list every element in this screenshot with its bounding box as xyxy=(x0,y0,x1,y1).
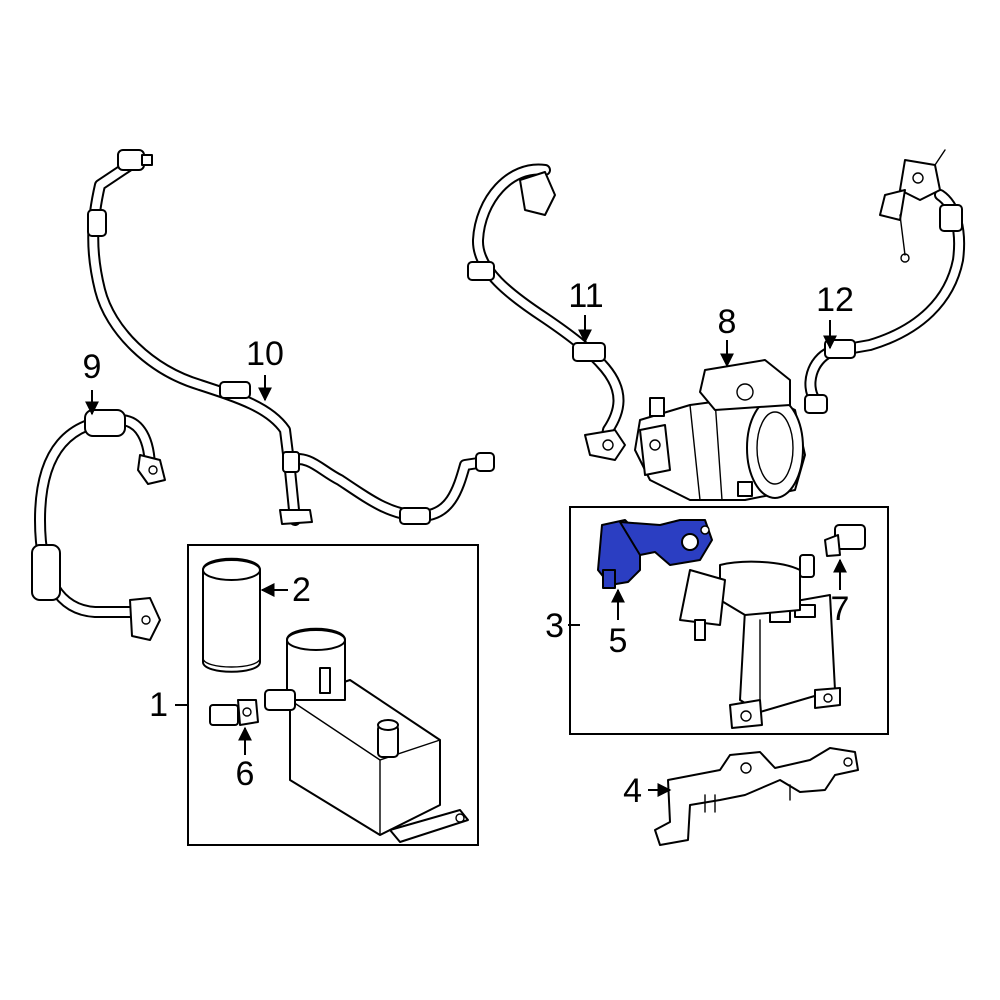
part-6-sensor[interactable] xyxy=(209,699,259,726)
part-12-hose[interactable] xyxy=(804,149,966,414)
assembly-1-box xyxy=(187,544,479,846)
callout-1: 1 xyxy=(149,686,168,724)
callout-3: 3 xyxy=(545,607,564,645)
callout-10: 10 xyxy=(246,335,284,373)
callout-8: 8 xyxy=(718,303,737,341)
callout-4: 4 xyxy=(623,772,642,810)
callout-6: 6 xyxy=(236,755,255,793)
part-8-compressor[interactable] xyxy=(634,359,806,501)
part-10-hose[interactable] xyxy=(87,149,495,526)
part-9-hose[interactable] xyxy=(31,409,166,641)
callout-5: 5 xyxy=(609,622,628,660)
callout-2: 2 xyxy=(292,571,311,609)
callout-11: 11 xyxy=(568,277,603,315)
part-5-sensor-highlighted[interactable] xyxy=(597,519,713,589)
part-3-assembly[interactable] xyxy=(679,554,841,729)
callout-12: 12 xyxy=(816,281,854,319)
part-7-sensor[interactable] xyxy=(824,524,866,557)
callout-7: 7 xyxy=(831,590,850,628)
part-4-bracket[interactable] xyxy=(654,747,859,846)
part-2-filter[interactable] xyxy=(202,557,261,673)
assembly-3-box xyxy=(569,506,889,735)
part-1-accumulator[interactable] xyxy=(264,627,469,843)
part-11-hose[interactable] xyxy=(467,163,626,461)
callout-9: 9 xyxy=(83,348,102,386)
